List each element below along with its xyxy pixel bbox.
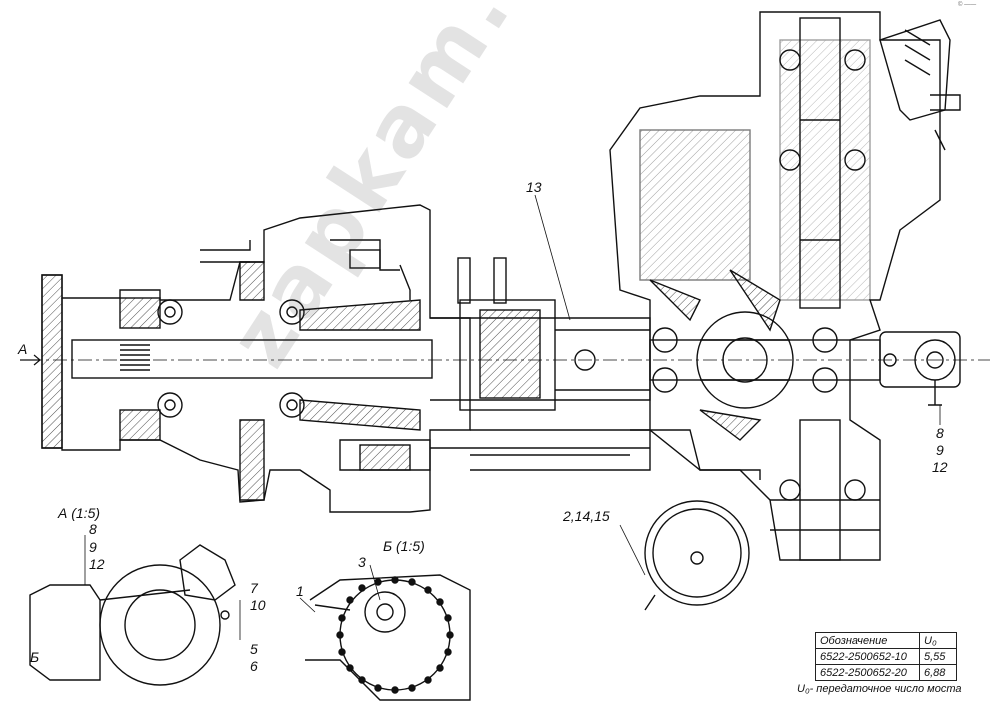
left-hub-section <box>41 204 471 513</box>
header-designation: Обозначение <box>815 632 920 649</box>
callout-2-14-15: 2,14,15 <box>563 508 610 524</box>
callout-1: 1 <box>296 583 304 599</box>
view-a-arrow <box>20 354 41 366</box>
view-b-title: Б (1:5) <box>383 538 425 554</box>
differential-housing <box>609 11 961 561</box>
callout-12-right: 12 <box>932 459 948 475</box>
row-ratio: 6,88 <box>919 664 957 681</box>
bolt-ring <box>336 576 454 694</box>
callout-8-right: 8 <box>936 425 944 441</box>
ratio-table: Обозначение U₀ 6522-2500652-10 5,55 6522… <box>815 632 957 681</box>
view-b-detail <box>299 564 471 701</box>
callout-3: 3 <box>358 554 366 570</box>
ratio-table-header: Обозначение U₀ <box>815 632 957 649</box>
view-b-marker: Б <box>30 649 40 665</box>
brake-line <box>470 429 761 480</box>
header-ratio: U₀ <box>919 632 957 649</box>
callout-9-right: 9 <box>936 442 944 458</box>
ratio-note: U₀- передаточное число моста <box>797 683 962 695</box>
view-a-arrow-label: А <box>18 341 28 357</box>
callout-7: 7 <box>250 580 258 596</box>
table-row: 6522-2500652-20 6,88 <box>815 664 957 681</box>
callout-8-left: 8 <box>89 521 97 537</box>
callout-12-left: 12 <box>89 556 105 572</box>
central-coupling <box>430 257 651 471</box>
callout-13: 13 <box>526 179 542 195</box>
right-end-flange <box>879 331 961 406</box>
callout-5: 5 <box>250 641 258 657</box>
callout-9-left: 9 <box>89 539 97 555</box>
brake-drum <box>644 500 750 611</box>
corner-mark: © —— <box>958 2 977 8</box>
row-ratio: 5,55 <box>919 648 957 665</box>
view-a-title: А (1:5) <box>58 505 101 521</box>
view-a-detail <box>29 535 241 686</box>
callout-6: 6 <box>250 658 258 674</box>
callout-10: 10 <box>250 597 266 613</box>
table-row: 6522-2500652-10 5,55 <box>815 648 957 665</box>
row-designation: 6522-2500652-10 <box>815 648 920 665</box>
row-designation: 6522-2500652-20 <box>815 664 920 681</box>
